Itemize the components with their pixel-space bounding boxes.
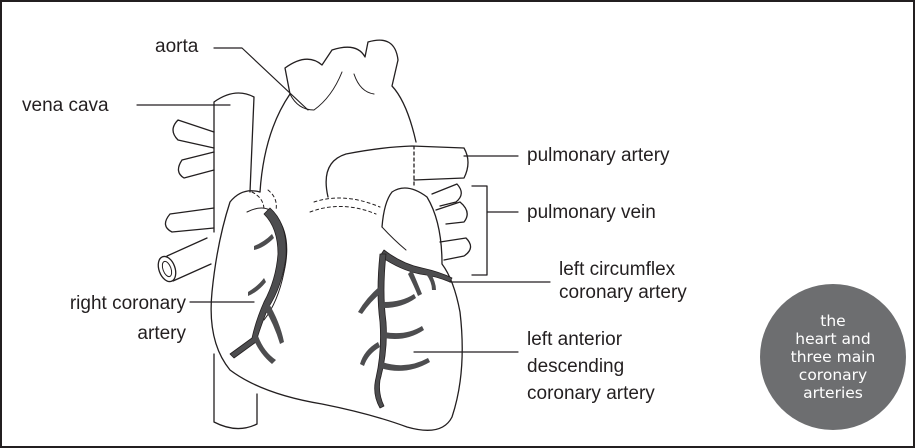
vena-cava-lower [214,354,257,429]
label-pulmonary-artery: pulmonary artery [527,144,670,167]
badge-line-5: arteries [803,384,863,402]
label-right-coronary-line1: right coronary [20,292,186,315]
label-left-anterior-line1: left anterior [527,328,655,351]
label-vena-cava: vena cava [22,94,109,117]
label-right-coronary: right coronary artery [20,292,186,345]
label-left-circumflex-line2: coronary artery [559,281,687,304]
aorta-arch [260,40,416,192]
label-left-circumflex-line1: left circumflex [559,258,687,281]
left-anterior-descending-artery [375,254,387,408]
label-aorta: aorta [155,35,198,58]
heart-body [211,188,462,430]
badge-line-3: three main [791,348,876,366]
label-left-circumflex: left circumflex coronary artery [559,258,687,304]
left-branches [165,120,214,232]
label-left-anterior: left anterior descending coronary artery [527,328,655,405]
title-badge: the heart and three main coronary arteri… [760,284,906,430]
label-left-anterior-line3: coronary artery [527,382,655,405]
label-pulmonary-vein: pulmonary vein [527,201,656,224]
pulmonary-vein-bracket [472,186,487,275]
badge-line-1: the [820,312,845,330]
label-right-coronary-line2: artery [20,322,186,345]
badge-line-4: coronary [799,366,867,384]
label-left-anterior-line2: descending [527,355,655,378]
badge-line-2: heart and [795,330,870,348]
